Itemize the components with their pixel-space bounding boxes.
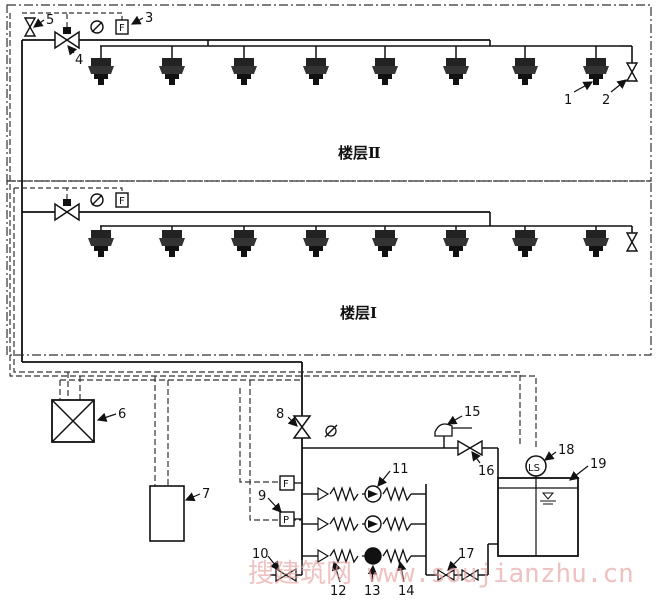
callout-13: 13 xyxy=(364,584,381,599)
sprinkler-icon xyxy=(443,58,469,85)
check-valve-icon xyxy=(457,439,483,457)
floor-i-label: 楼层Ⅰ xyxy=(340,304,377,322)
gate-valve-icon xyxy=(437,568,455,582)
sprinkler-row-ii xyxy=(88,46,609,85)
flow-indicator-label: F xyxy=(119,23,125,34)
callout-11: 11 xyxy=(392,462,409,477)
sprinkler-icon xyxy=(372,58,398,85)
end-test-valve-icon xyxy=(626,232,638,252)
flow-indicator-icon xyxy=(115,19,129,35)
callout-7: 7 xyxy=(202,487,210,502)
floor-i-boundary xyxy=(6,180,652,356)
callout-18: 18 xyxy=(558,443,575,458)
callout-12: 12 xyxy=(330,584,347,599)
sprinkler-icon xyxy=(159,58,185,85)
callout-1: 1 xyxy=(564,93,572,108)
pressure-tank-icon xyxy=(149,485,185,542)
relief-valve-icon xyxy=(434,423,453,437)
floor-ii-label: 楼层Ⅱ xyxy=(338,144,381,162)
sprinkler-icon xyxy=(303,230,329,257)
callout-6: 6 xyxy=(118,407,126,422)
watermark: 搜建筑网 www.soujianzhu.cn xyxy=(248,559,634,589)
end-test-valve-icon xyxy=(626,62,638,82)
flow-indicator-icon xyxy=(115,192,129,208)
svg-text:F: F xyxy=(119,196,125,207)
callout-4: 4 xyxy=(75,53,83,68)
sprinkler-row-i xyxy=(88,226,609,257)
callout-19: 19 xyxy=(590,457,607,472)
sprinkler-icon xyxy=(583,58,609,85)
floor-ii-boundary xyxy=(6,4,652,182)
sprinkler-icon xyxy=(303,58,329,85)
callout-10: 10 xyxy=(252,547,269,562)
pressure-gauge-icon xyxy=(325,425,337,437)
sprinkler-icon xyxy=(88,58,114,85)
test-valve-icon xyxy=(24,17,36,37)
sprinkler-icon xyxy=(512,230,538,257)
callout-16: 16 xyxy=(478,464,495,479)
callout-14: 14 xyxy=(398,584,415,599)
callout-15: 15 xyxy=(464,405,481,420)
alarm-valve-icon xyxy=(292,415,312,439)
sprinkler-icon xyxy=(372,230,398,257)
sprinkler-icon xyxy=(512,58,538,85)
sprinkler-icon xyxy=(231,230,257,257)
jockey-pump-icon xyxy=(364,547,382,565)
svg-text:LS: LS xyxy=(528,463,540,474)
water-supply-system: F P xyxy=(9,13,579,583)
svg-text:P: P xyxy=(283,515,289,526)
sprinkler-icon xyxy=(583,230,609,257)
sprinkler-icon xyxy=(88,230,114,257)
floor-i-zone: F 楼层Ⅰ xyxy=(6,180,652,356)
water-tank-icon xyxy=(497,477,579,557)
callout-17: 17 xyxy=(458,547,475,562)
gate-valve-icon xyxy=(461,568,479,582)
callout-8: 8 xyxy=(276,407,284,422)
drain-valve-icon xyxy=(275,567,297,583)
sprinkler-icon xyxy=(159,230,185,257)
callout-5: 5 xyxy=(46,13,54,28)
floor-ii-zone: F 楼层Ⅱ xyxy=(6,4,652,362)
svg-text:F: F xyxy=(283,479,289,490)
signal-valve-icon xyxy=(54,30,80,50)
callout-9: 9 xyxy=(258,489,266,504)
signal-valve-icon xyxy=(54,202,80,222)
callouts: 1 2 3 4 5 6 7 8 9 10 11 12 13 14 15 16 1… xyxy=(33,11,627,599)
callout-3: 3 xyxy=(145,11,153,26)
sprinkler-icon xyxy=(231,58,257,85)
pump-set xyxy=(302,484,520,576)
sprinkler-icon xyxy=(443,230,469,257)
callout-2: 2 xyxy=(602,93,610,108)
